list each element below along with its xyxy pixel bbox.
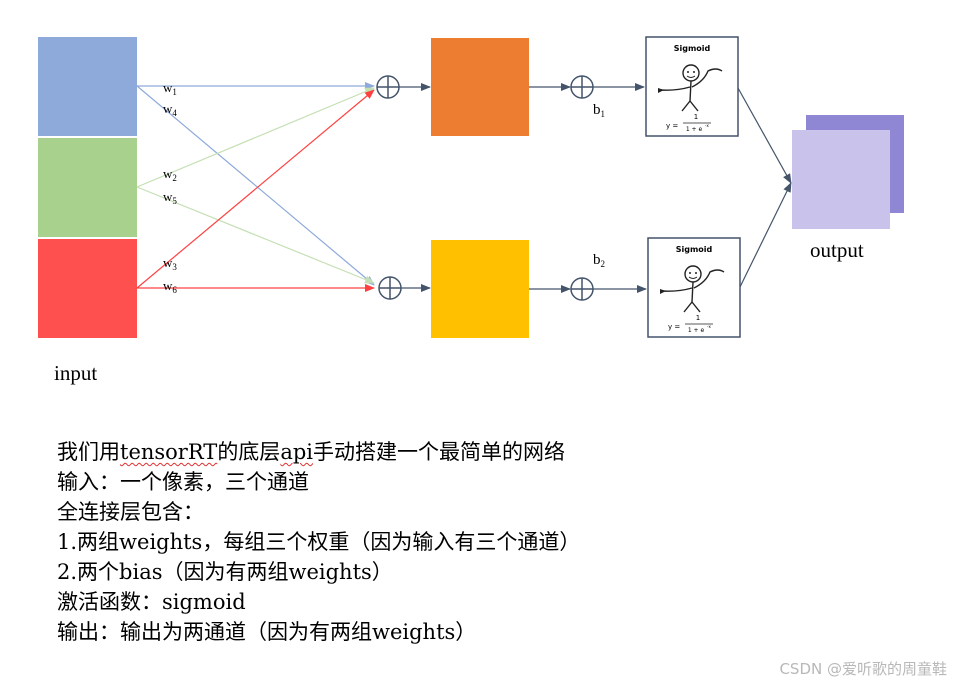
sigmoid-formula-den: 1 + e (688, 327, 705, 334)
bias-node-bottom-icon (570, 277, 594, 301)
watermark: CSDN @爱听歌的周童鞋 (779, 660, 947, 678)
sigmoid-formula-num: 1 (696, 314, 700, 322)
sigmoid-card-top: Sigmoid y = 1 1 + e -x (645, 36, 739, 137)
input-channel-green (38, 138, 137, 237)
description-line: 我们用tensorRT的底层api手动搭建一个最简单的网络 (57, 440, 565, 464)
description-line: 2.两个bias（因为有两组weights） (57, 560, 393, 584)
output-label: output (810, 238, 864, 262)
edge-green-to-top-sum (136, 87, 375, 188)
description-line: 全连接层包含： (57, 500, 204, 524)
sigmoid-formula-left: y = (666, 122, 678, 130)
input-label: input (54, 361, 98, 385)
neuron-yellow (431, 240, 529, 338)
sigmoid-title: Sigmoid (674, 44, 711, 53)
description-line: 激活函数：sigmoid (57, 590, 246, 614)
neuron-orange (431, 38, 529, 136)
bias-b1: b1 (593, 102, 605, 119)
edge-sigmoid-bottom-to-output (739, 182, 792, 288)
spellcheck-underlined-word: tensorRT (120, 440, 218, 464)
sigmoid-formula-den: 1 + e (686, 126, 703, 133)
sum-node-bottom-icon (378, 276, 402, 300)
description-line: 输入：一个像素，三个通道 (57, 470, 309, 494)
sigmoid-formula-left: y = (668, 323, 680, 331)
sigmoid-card-bottom: Sigmoid y = 1 1 + e -x (647, 237, 741, 338)
input-channel-red (38, 239, 137, 338)
weight-w2: w2 (163, 166, 177, 183)
input-channel-blue (38, 37, 137, 136)
spellcheck-underlined-word: api (280, 440, 313, 464)
weight-w5: w5 (163, 189, 177, 206)
sigmoid-formula-exp: -x (707, 324, 711, 329)
weight-w1: w1 (163, 80, 177, 97)
description-line: 1.两组weights，每组三个权重（因为输入有三个通道） (57, 530, 581, 554)
description-text: 我们用tensorRT的底层api手动搭建一个最简单的网络 输入：一个像素，三个… (57, 437, 580, 647)
bias-b2: b2 (593, 252, 605, 269)
weight-w3: w3 (163, 255, 177, 272)
bias-node-top-icon (570, 75, 594, 99)
edge-sigmoid-top-to-output (737, 87, 792, 184)
weight-w6: w6 (163, 278, 177, 295)
description-line: 输出：输出为两通道（因为有两组weights） (57, 620, 477, 644)
sum-node-top-icon (376, 75, 400, 99)
sigmoid-formula-exp: -x (705, 123, 709, 128)
output-channel-front (792, 130, 890, 229)
sigmoid-title: Sigmoid (676, 245, 713, 254)
weight-w4: w4 (163, 101, 177, 118)
edge-red-to-top-sum (136, 89, 375, 289)
sigmoid-formula-num: 1 (694, 113, 698, 121)
edge-blue-to-bottom-sum (136, 85, 375, 286)
edge-green-to-bottom-sum (136, 186, 375, 284)
